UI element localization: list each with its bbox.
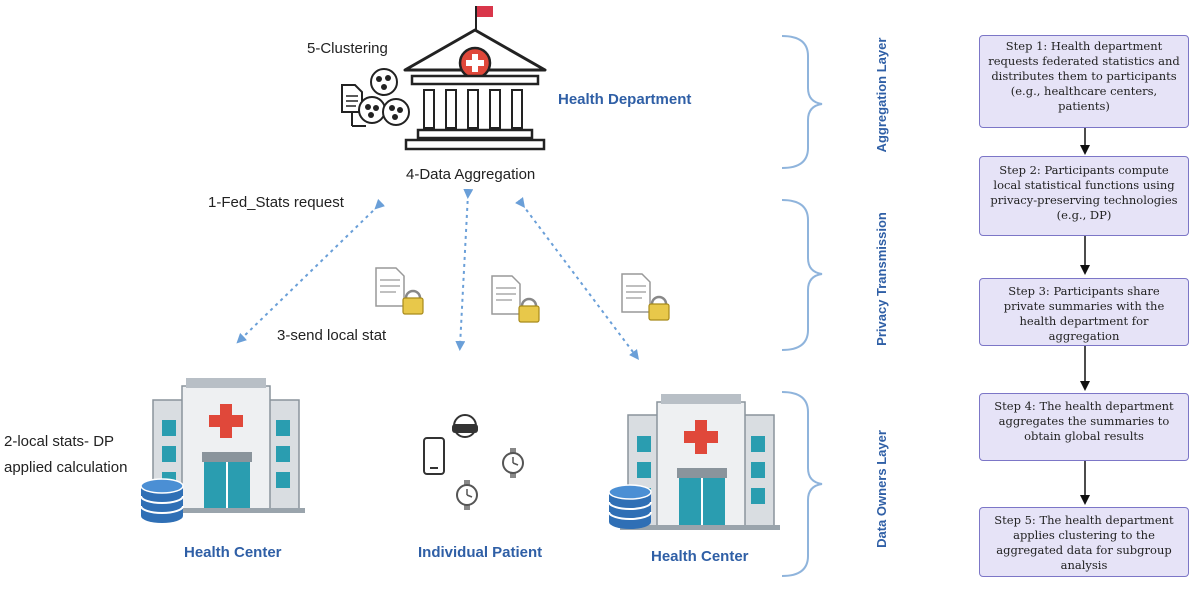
arrow-patient [455,188,474,351]
brace-data-owners-layer [781,391,823,577]
layer-label-data-owners: Data Owners Layer [874,430,889,548]
layer-braces [781,35,823,577]
label-clustering: 5-Clustering [307,40,388,57]
vr-headset-icon [452,414,478,438]
label-local-stats-line1: 2-local stats- DP [4,433,115,450]
label-data-aggregation: 4-Data Aggregation [406,166,536,183]
clustering-icon [341,68,410,127]
layer-label-aggregation: Aggregation Layer [874,37,889,153]
smartphone-icon [423,437,445,475]
step-box-3: Step 3: Participants share private summa… [979,278,1189,346]
encrypted-document-icon [491,275,540,323]
connector-arrows [236,188,639,360]
arrow-fed-stats-request [236,198,386,344]
step-box-5: Step 5: The health department applies cl… [979,507,1189,577]
label-fed-stats-request: 1-Fed_Stats request [208,194,344,211]
database-icon [140,478,184,523]
label-individual-patient: Individual Patient [418,544,543,561]
step-box-1: Step 1: Health department requests feder… [979,35,1189,128]
label-health-center-left: Health Center [184,544,282,561]
label-send-local-stat: 3-send local stat [277,327,387,344]
layer-label-privacy: Privacy Transmission [874,212,889,346]
arrow-right-center [515,197,639,360]
label-local-stats-line2: applied calculation [4,459,128,476]
step-box-2: Step 2: Participants compute local stati… [979,156,1189,236]
step-box-4: Step 4: The health department aggregates… [979,393,1189,461]
label-health-center-right: Health Center [651,548,749,565]
brace-privacy-transmission [781,199,823,351]
encrypted-document-icon [621,273,670,321]
health-department-icon [403,6,547,151]
encrypted-document-icon [375,267,424,315]
brace-aggregation-layer [781,35,823,169]
database-icon [608,484,652,529]
label-health-department: Health Department [558,91,692,108]
smartwatch-icon [502,448,524,478]
smartwatch-icon [456,480,478,510]
